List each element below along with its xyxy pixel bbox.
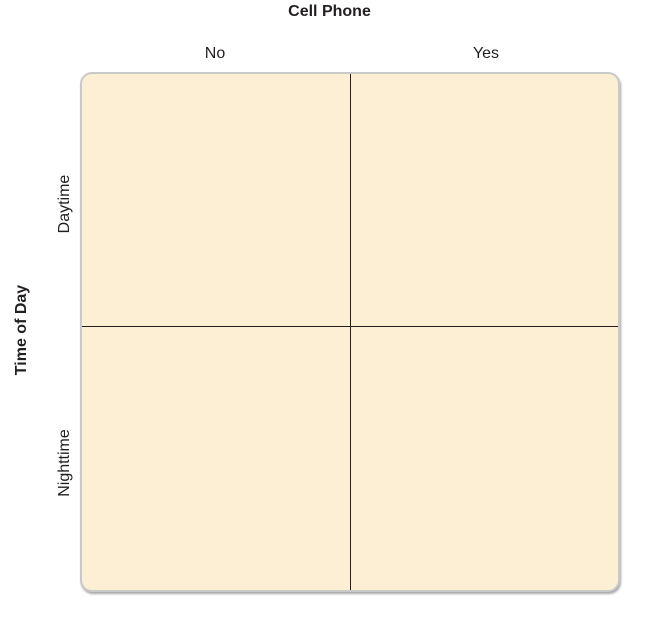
horizontal-divider xyxy=(82,326,618,327)
cell-daytime-no xyxy=(82,74,350,326)
vertical-divider xyxy=(350,74,351,590)
cell-nighttime-no xyxy=(82,327,350,590)
row-level-nighttime: Nighttime xyxy=(56,429,73,497)
column-level-no: No xyxy=(204,45,226,62)
cell-nighttime-yes xyxy=(351,327,618,590)
column-factor-title: Cell Phone xyxy=(288,3,371,20)
row-factor-title: Time of Day xyxy=(13,284,30,376)
column-level-yes: Yes xyxy=(472,45,500,62)
cell-daytime-yes xyxy=(351,74,618,326)
factorial-design-grid xyxy=(80,72,620,592)
row-level-daytime: Daytime xyxy=(56,174,73,234)
